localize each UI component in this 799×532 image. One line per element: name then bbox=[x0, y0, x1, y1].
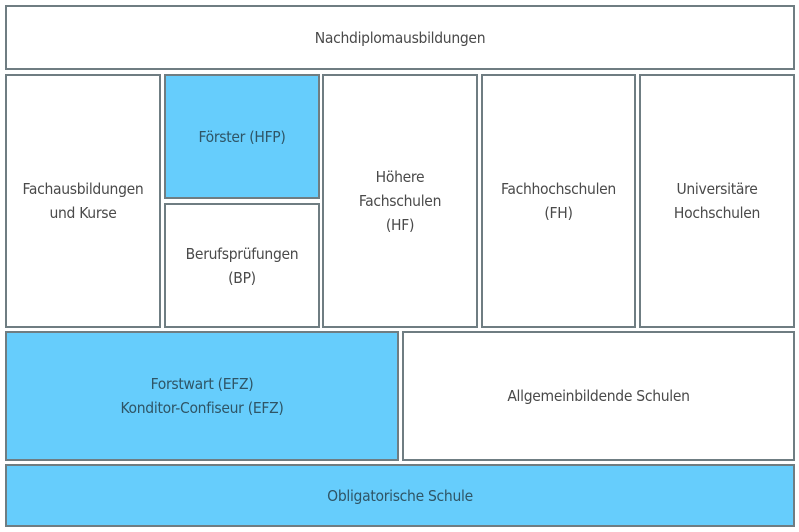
box-hoehere-fachschulen: Höhere Fachschulen (HF) bbox=[322, 74, 478, 328]
box-obligatorische-schule: Obligatorische Schule bbox=[5, 464, 795, 527]
box-forstwart-konditor: Forstwart (EFZ) Konditor-Confiseur (EFZ) bbox=[5, 331, 399, 461]
box-allgemeinbildende-schulen: Allgemeinbildende Schulen bbox=[402, 331, 795, 461]
box-nachdiplomausbildungen: Nachdiplomausbildungen bbox=[5, 5, 795, 70]
box-berufspruefungen: Berufsprüfungen (BP) bbox=[164, 203, 320, 328]
box-universitaere-hochschulen: Universitäre Hochschulen bbox=[639, 74, 795, 328]
box-foerster-hfp: Förster (HFP) bbox=[164, 74, 320, 199]
box-fachhochschulen: Fachhochschulen (FH) bbox=[481, 74, 636, 328]
box-fachausbildungen: Fachausbildungen und Kurse bbox=[5, 74, 161, 328]
